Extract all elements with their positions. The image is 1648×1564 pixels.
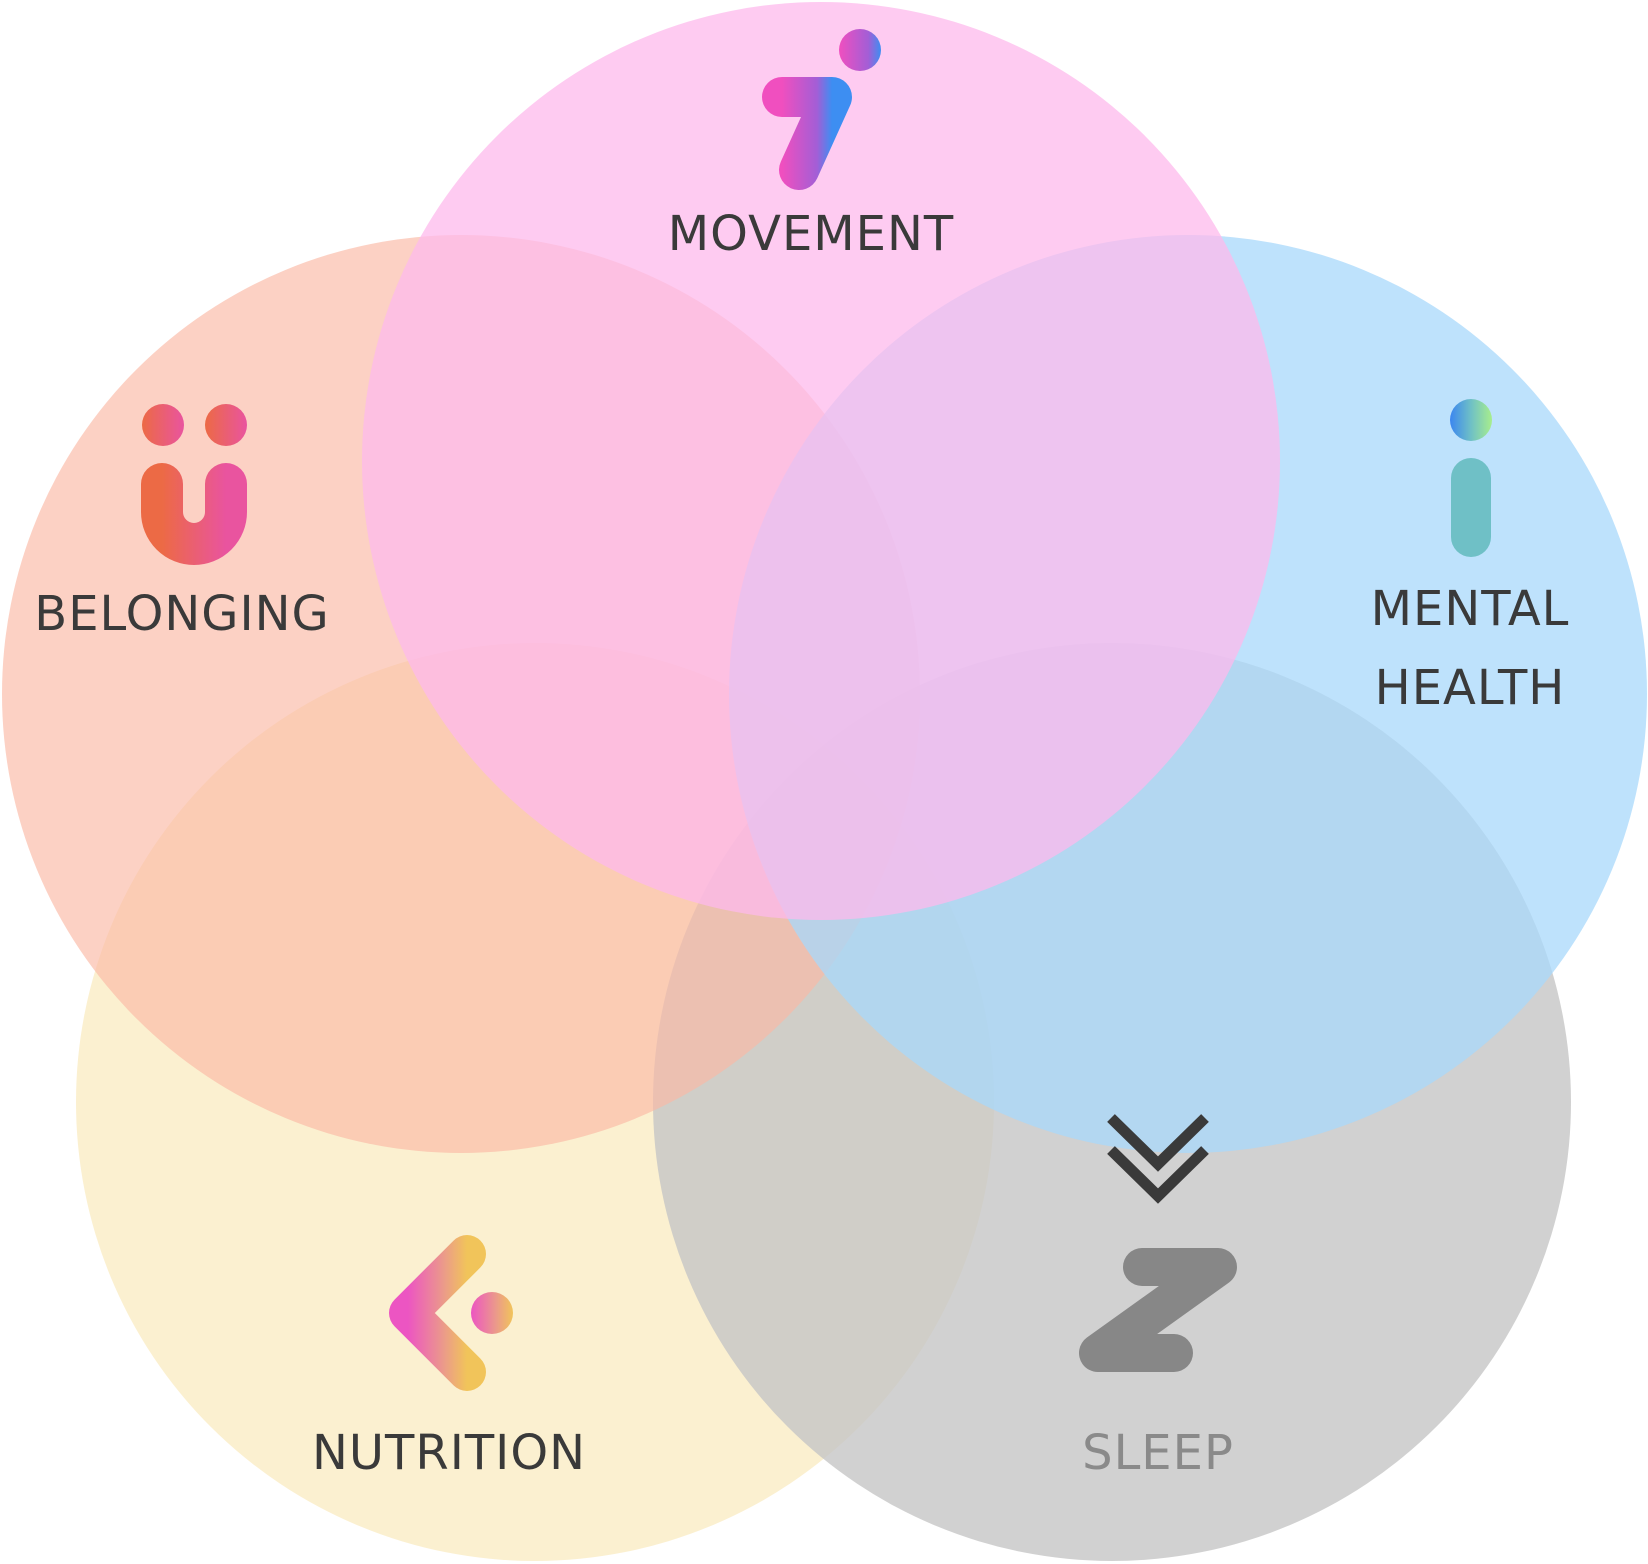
belonging-u-icon (141, 404, 247, 565)
label-sleep: SLEEP (1082, 1425, 1234, 1481)
nutrition-chevron-icon (389, 1235, 513, 1391)
label-belonging: BELONGING (34, 586, 329, 642)
label-mental-health-line2: HEALTH (1375, 660, 1566, 716)
label-nutrition: NUTRITION (312, 1425, 586, 1481)
sleep-z-icon (1079, 1248, 1237, 1372)
movement-figure-icon (762, 29, 881, 190)
label-mental-health-line1: MENTAL (1371, 581, 1570, 637)
mental-health-figure-icon (1389, 399, 1548, 557)
circle-movement (362, 2, 1280, 920)
label-movement: MOVEMENT (668, 206, 954, 262)
double-chevron-down-icon (1107, 1114, 1209, 1204)
